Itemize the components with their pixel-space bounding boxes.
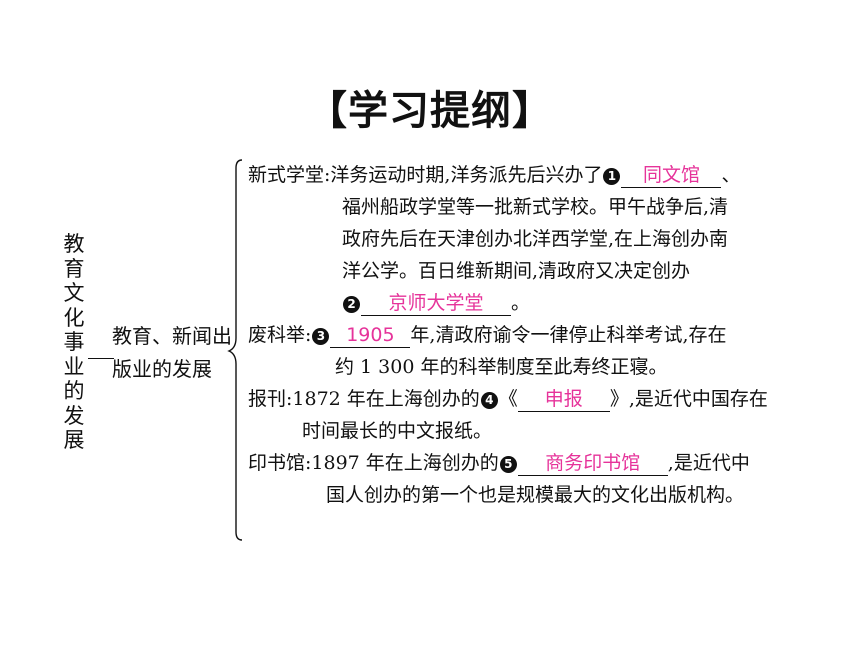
school-text-1: 新式学堂:洋务运动时期,洋务派先后兴办了 [248,164,603,186]
sub-topic: 教育、新闻出版业的发展 [112,324,232,381]
marker-1-icon: 1 [603,168,621,185]
newspaper-text-2: 》,是近代中国存在 [609,388,768,410]
school-text-6: 。 [511,292,531,314]
page-title: 【学习提纲】 [307,87,553,134]
exam-text-1: 年,清政府谕令一律停止科举考试,存在 [410,324,727,346]
main-topic-vertical: 教育文化事业的发展 [63,232,85,452]
newspaper-text-1: 报刊:1872 年在上海创办的 [248,388,480,410]
school-line-4: 洋公学。百日维新期间,清政府又决定创办 [248,255,818,287]
connector-dash [88,358,114,359]
exam-line-2: 约 1 300 年的科举制度至此寿终正寝。 [248,351,818,383]
press-text-2: ,是近代中 [667,452,750,474]
answer-blank-1: 同文馆 [621,163,722,188]
answer-blank-4: 申报 [517,387,610,412]
marker-5-icon: 5 [499,456,517,473]
school-text-2: 、 [721,164,741,186]
school-line-2: 福州船政学堂等一批新式学校。甲午战争后,清 [248,191,818,223]
marker-2-icon: 2 [343,296,360,313]
press-text-3: 国人创办的第一个也是规模最大的文化出版机构。 [326,484,745,506]
left-brace [227,159,243,541]
exam-text-2: 约 1 300 年的科举制度至此寿终正寝。 [335,356,668,378]
school-text-3: 福州船政学堂等一批新式学校。甲午战争后,清 [342,196,729,218]
newspaper-open-quote: 《 [498,388,518,410]
school-text-5: 洋公学。百日维新期间,清政府又决定创办 [342,260,691,282]
press-line-2: 国人创办的第一个也是规模最大的文化出版机构。 [248,479,818,511]
school-text-4: 政府先后在天津创办北洋西学堂,在上海创办南 [342,228,729,250]
newspaper-line-2: 时间最长的中文报纸。 [248,415,818,447]
newspaper-text-3: 时间最长的中文报纸。 [302,420,493,442]
answer-blank-3: 1905 [330,323,411,348]
marker-3-icon: 3 [312,328,330,345]
marker-4-icon: 4 [480,392,498,409]
answer-blank-5: 商务印书馆 [517,451,668,476]
answer-blank-2: 京师大学堂 [361,291,511,316]
exam-label: 废科举: [248,324,312,346]
school-line-3: 政府先后在天津创办北洋西学堂,在上海创办南 [248,223,818,255]
press-text-1: 印书馆:1897 年在上海创办的 [248,452,499,474]
